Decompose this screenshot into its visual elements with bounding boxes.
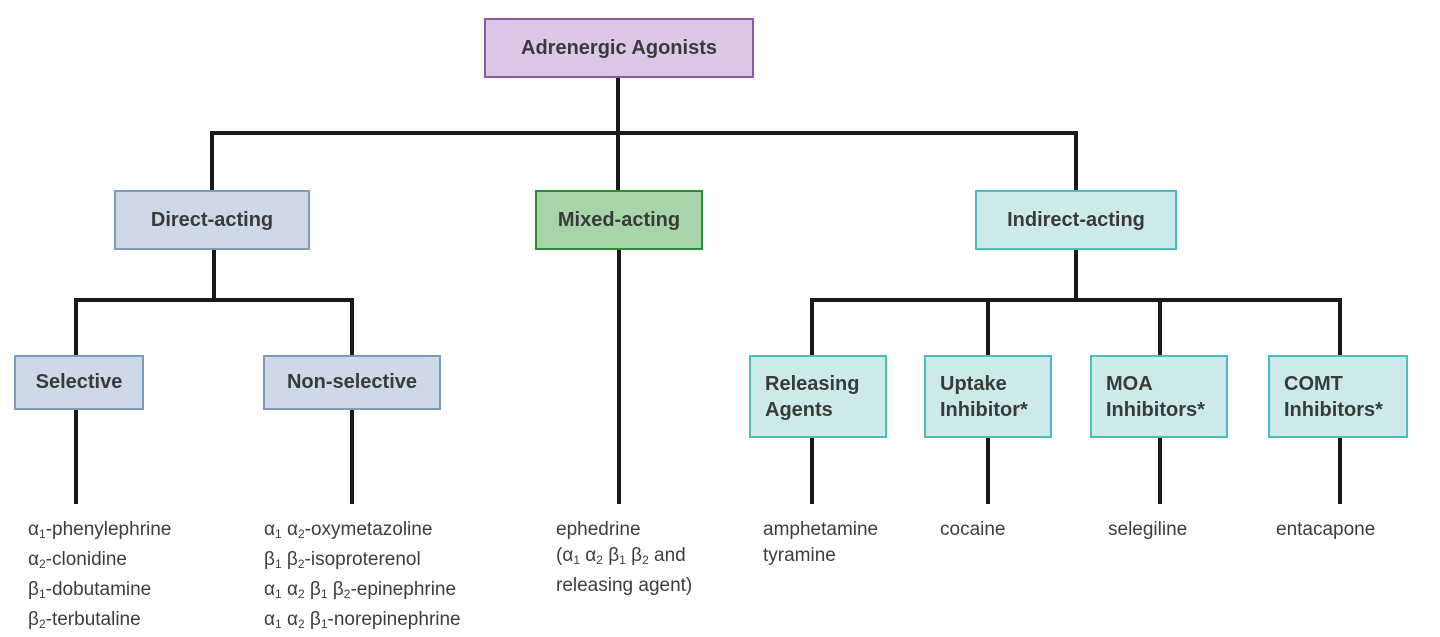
list-item: α1 α2-oxymetazoline	[264, 519, 433, 541]
node-uptake-inhibitor: Uptake Inhibitor*	[924, 355, 1052, 438]
node-comt-inhibitors: COMT Inhibitors*	[1268, 355, 1408, 438]
list-item: α1 α2 β1 β2-epinephrine	[264, 579, 457, 601]
node-moa-inhibitors-label: MOA Inhibitors*	[1106, 372, 1205, 421]
node-indirect-acting-label: Indirect-acting	[1007, 208, 1145, 231]
list-item: tyramine	[763, 545, 836, 566]
node-mixed-acting: Mixed-acting	[535, 190, 703, 250]
node-moa-inhibitors: MOA Inhibitors*	[1090, 355, 1228, 438]
node-non-selective-label: Non-selective	[286, 371, 418, 393]
list-item: releasing agent)	[556, 575, 693, 596]
selective-examples: α1-phenylephrine α2-clonidine β1-dobutam…	[28, 517, 171, 637]
list-item: amphetamine	[763, 519, 879, 540]
list-item: α2-clonidine	[28, 549, 127, 571]
list-item: entacapone	[1276, 519, 1376, 540]
node-comt-inhibitors-label: COMT Inhibitors*	[1284, 372, 1383, 421]
root-node-adrenergic-agonists: Adrenergic Agonists	[484, 18, 754, 78]
list-item: selegiline	[1108, 519, 1188, 540]
releasing-examples: amphetamine tyramine	[763, 517, 878, 569]
moa-examples: selegiline	[1108, 517, 1187, 543]
list-item: cocaine	[940, 519, 1006, 540]
comt-examples: entacapone	[1276, 517, 1375, 543]
root-node-label: Adrenergic Agonists	[521, 36, 717, 59]
list-item: α1-phenylephrine	[28, 519, 172, 541]
list-item: β1-dobutamine	[28, 579, 152, 601]
non-selective-examples: α1 α2-oxymetazoline β1 β2-isoproterenol …	[264, 517, 461, 637]
node-direct-acting: Direct-acting	[114, 190, 310, 250]
list-item: β2-terbutaline	[28, 609, 141, 631]
node-mixed-acting-label: Mixed-acting	[557, 208, 681, 231]
node-selective-label: Selective	[35, 371, 123, 393]
node-uptake-inhibitor-label: Uptake Inhibitor*	[940, 372, 1028, 421]
node-non-selective: Non-selective	[263, 355, 441, 410]
node-releasing-agents-label: Releasing Agents	[765, 372, 860, 421]
node-selective: Selective	[14, 355, 144, 410]
list-item: β1 β2-isoproterenol	[264, 549, 421, 571]
node-indirect-acting: Indirect-acting	[975, 190, 1177, 250]
node-direct-acting-label: Direct-acting	[150, 208, 274, 231]
mixed-examples: ephedrine (α1 α2 β1 β2 and releasing age…	[556, 517, 692, 599]
list-item: (α1 α2 β1 β2 and	[556, 545, 686, 567]
list-item: α1 α2 β1-norepinephrine	[264, 609, 461, 631]
uptake-examples: cocaine	[940, 517, 1006, 543]
node-releasing-agents: Releasing Agents	[749, 355, 887, 438]
list-item: ephedrine	[556, 519, 641, 540]
